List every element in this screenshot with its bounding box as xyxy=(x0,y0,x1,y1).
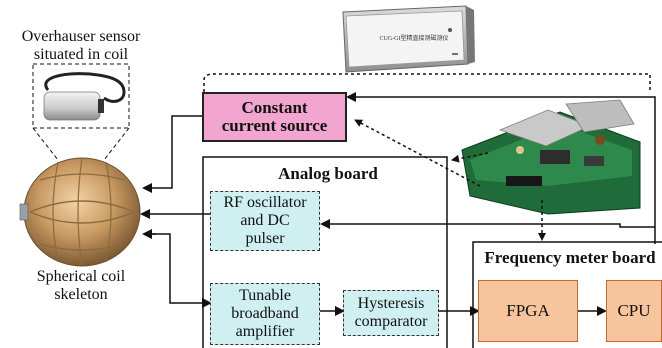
sensor-label: Overhauser sensor situated in coil xyxy=(0,28,162,64)
hyst-line1: Hysteresis xyxy=(357,295,425,312)
cpu-box: CPU xyxy=(606,280,662,342)
amp-line3: amplifier xyxy=(235,323,295,340)
instrument-photo xyxy=(342,5,475,73)
hysteresis-comparator-box: Hysteresis comparator xyxy=(343,290,439,336)
constant-current-source-box: Constant current source xyxy=(202,92,347,142)
coil-label-line2: skeleton xyxy=(54,286,108,303)
amp-line2: broadband xyxy=(231,305,299,322)
fpga-box: FPGA xyxy=(478,280,578,342)
instrument-front-text: CUG-GI型精直接测磁测仪 xyxy=(379,36,449,42)
rf-line1: RF oscillator xyxy=(223,194,307,211)
amplifier-box: Tunable broadband amplifier xyxy=(210,283,320,345)
sensor-photo xyxy=(43,72,126,121)
constant-current-line1: Constant xyxy=(241,98,308,117)
frequency-board-title: Frequency meter board xyxy=(484,248,656,267)
rf-oscillator-box: RF oscillator and DC pulser xyxy=(210,191,320,251)
coil-label: Spherical coil skeleton xyxy=(14,268,148,304)
rf-line2: and DC xyxy=(240,212,290,229)
analog-board-title: Analog board xyxy=(278,164,378,183)
hyst-line2: comparator xyxy=(354,313,428,330)
frequency-board-frame xyxy=(472,241,662,348)
pcb-photo xyxy=(461,99,641,215)
sensor-label-line2: situated in coil xyxy=(33,46,129,63)
constant-current-line2: current source xyxy=(221,116,328,135)
analog-board-frame xyxy=(202,156,448,348)
coil-label-line1: Spherical coil xyxy=(36,268,126,285)
sensor-label-line1: Overhauser sensor xyxy=(21,28,141,45)
coil-photo xyxy=(19,157,141,267)
rf-line3: pulser xyxy=(245,230,285,247)
amp-line1: Tunable xyxy=(239,287,291,304)
